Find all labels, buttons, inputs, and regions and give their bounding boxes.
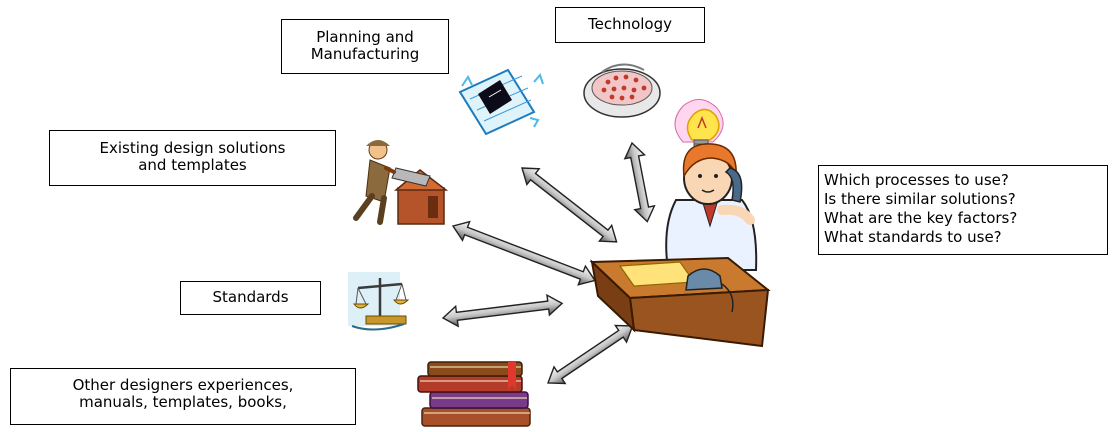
question-2: Is there similar solutions?: [824, 190, 1016, 208]
existing-line-1: Existing design solutions: [99, 139, 286, 157]
scales-of-justice-icon: [348, 272, 410, 331]
planning-line-1: Planning and: [316, 28, 414, 46]
standards-box: Standards: [180, 281, 321, 315]
arrow-technology: [623, 141, 656, 223]
arrow-standards: [441, 293, 564, 328]
existing-line-2: and templates: [138, 156, 247, 174]
arrow-existing: [451, 220, 597, 286]
other-line-1: Other designers experiences,: [72, 376, 294, 394]
other-line-2: manuals, templates, books,: [79, 393, 287, 411]
builder-with-saw-icon: [353, 140, 449, 225]
lightbulb-icon: [674, 99, 724, 153]
designer-on-phone-at-desk-icon: [589, 143, 771, 348]
standards-label: Standards: [212, 288, 289, 306]
stack-of-books-icon: [417, 361, 531, 427]
planning-line-2: Manufacturing: [310, 45, 420, 63]
technology-box: Technology: [555, 7, 705, 43]
question-4: What standards to use?: [824, 228, 1002, 246]
planning-manufacturing-box: Planning and Manufacturing: [281, 19, 449, 74]
blueprint-icon: [458, 68, 544, 136]
technology-label: Technology: [587, 15, 673, 33]
question-3: What are the key factors?: [824, 209, 1018, 227]
arrow-other: [547, 324, 634, 385]
existing-design-box: Existing design solutions and templates: [49, 130, 336, 186]
circuit-board-icon: [583, 63, 661, 118]
questions-box: Which processes to use? Is there similar…: [818, 165, 1108, 255]
arrow-planning: [521, 167, 618, 243]
other-designers-box: Other designers experiences, manuals, te…: [10, 368, 356, 425]
question-1: Which processes to use?: [824, 171, 1009, 189]
